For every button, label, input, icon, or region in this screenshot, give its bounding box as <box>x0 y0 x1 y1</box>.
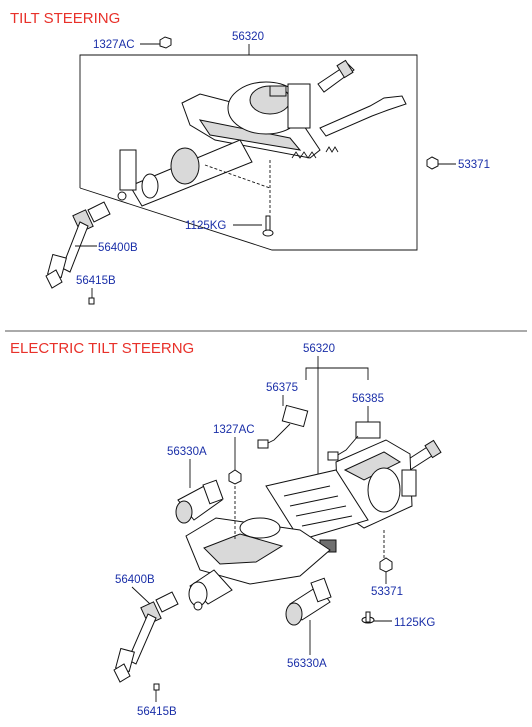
callout-53371-tilt[interactable]: 53371 <box>458 159 490 171</box>
motor-icon-upper <box>175 479 224 524</box>
section-title-electric-tilt-steering: ELECTRIC TILT STEERNG <box>10 340 194 357</box>
section-title-tilt-steering: TILT STEERING <box>10 10 120 27</box>
bolt-icon <box>88 297 95 305</box>
tilt-steering-column <box>117 59 407 215</box>
callout-56415b-tilt[interactable]: 56415B <box>76 275 116 287</box>
callout-56400b-tilt[interactable]: 56400B <box>98 242 138 254</box>
motor-icon-lower <box>285 577 332 626</box>
nut-icon <box>228 469 242 485</box>
callout-56330a-lower[interactable]: 56330A <box>287 658 327 670</box>
bolt-icon <box>361 611 375 624</box>
nut-icon <box>159 36 172 49</box>
callout-56415b-electric[interactable]: 56415B <box>137 706 177 718</box>
callout-56375-electric[interactable]: 56375 <box>266 382 298 394</box>
bolt-icon <box>262 215 274 237</box>
bolt-icon <box>153 683 160 691</box>
callout-1125kg-tilt[interactable]: 1125KG <box>185 220 226 232</box>
callout-56385-electric[interactable]: 56385 <box>352 393 384 405</box>
callout-56320-electric[interactable]: 56320 <box>303 343 335 355</box>
callout-1125kg-electric[interactable]: 1125KG <box>394 617 435 629</box>
callout-1327ac-tilt[interactable]: 1327AC <box>93 39 135 51</box>
callout-56400b-electric[interactable]: 56400B <box>115 574 155 586</box>
connector-icon-right <box>327 421 381 461</box>
nut-icon <box>426 156 439 170</box>
callout-1327ac-electric[interactable]: 1327AC <box>213 424 255 436</box>
connector-icon-left <box>257 404 309 449</box>
leader-line <box>305 367 369 380</box>
leader-line <box>131 586 151 605</box>
nut-icon <box>379 557 393 573</box>
universal-joint-electric <box>113 591 179 683</box>
callout-53371-electric[interactable]: 53371 <box>371 586 403 598</box>
universal-joint-tilt <box>45 201 111 289</box>
callout-56330a-upper[interactable]: 56330A <box>167 446 207 458</box>
electric-steering-column <box>185 439 442 611</box>
callout-56320-tilt[interactable]: 56320 <box>232 31 264 43</box>
tilt-assembly-frame <box>79 54 418 251</box>
